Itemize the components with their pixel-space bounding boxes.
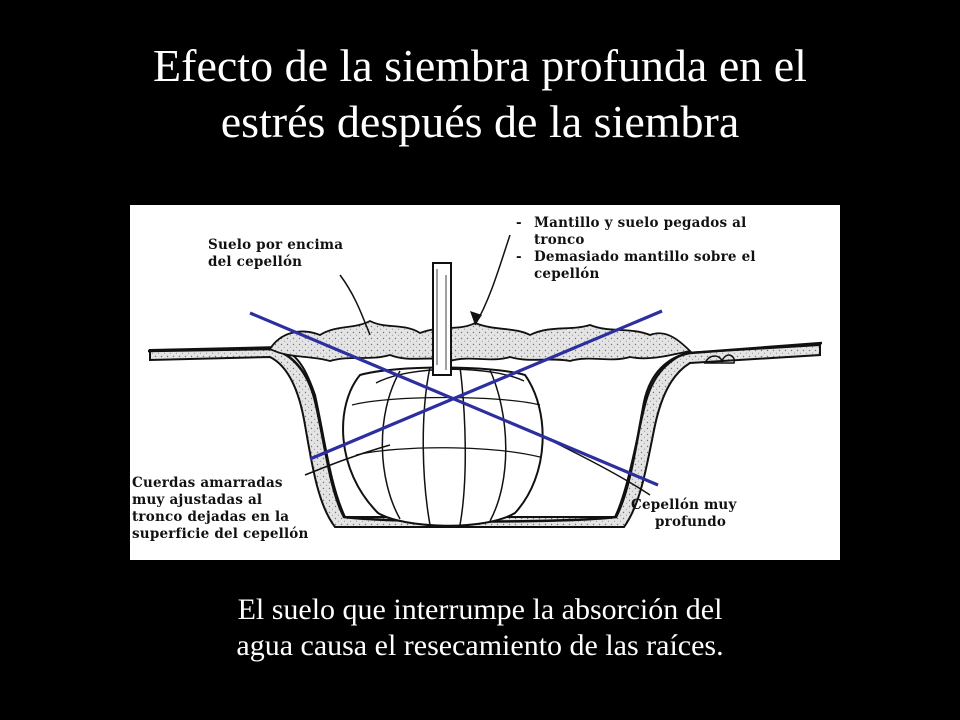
pointer-soil-above	[339, 274, 371, 336]
mulch-note-2-line-1: Demasiado mantillo sobre el	[534, 249, 756, 265]
surface-debris	[703, 354, 735, 364]
mulch-note-1-line-1: Mantillo y suelo pegados al	[534, 215, 747, 231]
label-soil-above-line-1: Suelo por encima	[208, 237, 344, 253]
bullet-dash: -	[516, 215, 522, 231]
bullet-dash: -	[516, 249, 522, 265]
label-ropes-line-2: muy ajustadas al	[132, 492, 263, 508]
mulch-note-2-line-2: cepellón	[534, 266, 600, 282]
slide-caption: El suelo que interrumpe la absorción del…	[80, 592, 880, 664]
label-ropes-line-4: superficie del cepellón	[132, 526, 309, 542]
slide-title: Efecto de la siembra profunda en el estr…	[40, 38, 920, 150]
tree-trunk	[432, 262, 452, 376]
label-deep-rootball-line-1: Cepellón muy	[631, 497, 737, 513]
slide-title-line-1: Efecto de la siembra profunda en el	[153, 40, 807, 91]
mulch-note-1-line-2: tronco	[534, 232, 585, 248]
label-soil-above-line-2: del cepellón	[208, 254, 303, 270]
label-ropes: Cuerdas amarradas muy ajustadas al tronc…	[132, 475, 309, 543]
label-deep-rootball-line-2: profundo	[655, 514, 727, 530]
planting-diagram-drawing	[147, 234, 823, 528]
caption-line-1: El suelo que interrumpe la absorción del	[237, 593, 723, 626]
slide-title-line-2: estrés después de la siembra	[220, 96, 740, 147]
mulch-note-2: - Demasiado mantillo sobre el	[516, 249, 756, 266]
cross-line-2	[309, 309, 663, 461]
bullet-spacer	[516, 232, 534, 249]
label-ropes-line-3: tronco dejadas en la	[132, 509, 290, 525]
label-deep-rootball: Cepellón muy profundo	[631, 497, 736, 531]
mulch-layer	[268, 319, 692, 362]
mulch-note-1: - Mantillo y suelo pegados al	[516, 215, 756, 232]
label-soil-above-rootball: Suelo por encima del cepellón	[208, 237, 343, 271]
mulch-note-2-cont: cepellón	[516, 266, 756, 283]
mulch-note-1-cont: tronco	[516, 232, 756, 249]
planting-diagram: Suelo por encima del cepellón - Mantillo…	[130, 205, 840, 560]
pointer-ropes	[304, 444, 391, 476]
pointer-mulch	[474, 234, 511, 326]
label-ropes-line-1: Cuerdas amarradas	[132, 475, 283, 491]
bullet-spacer	[516, 266, 534, 283]
root-ball	[342, 366, 544, 527]
label-mulch-notes: - Mantillo y suelo pegados al tronco - D…	[516, 215, 756, 283]
caption-line-2: agua causa el resecamiento de las raíces…	[236, 629, 724, 662]
